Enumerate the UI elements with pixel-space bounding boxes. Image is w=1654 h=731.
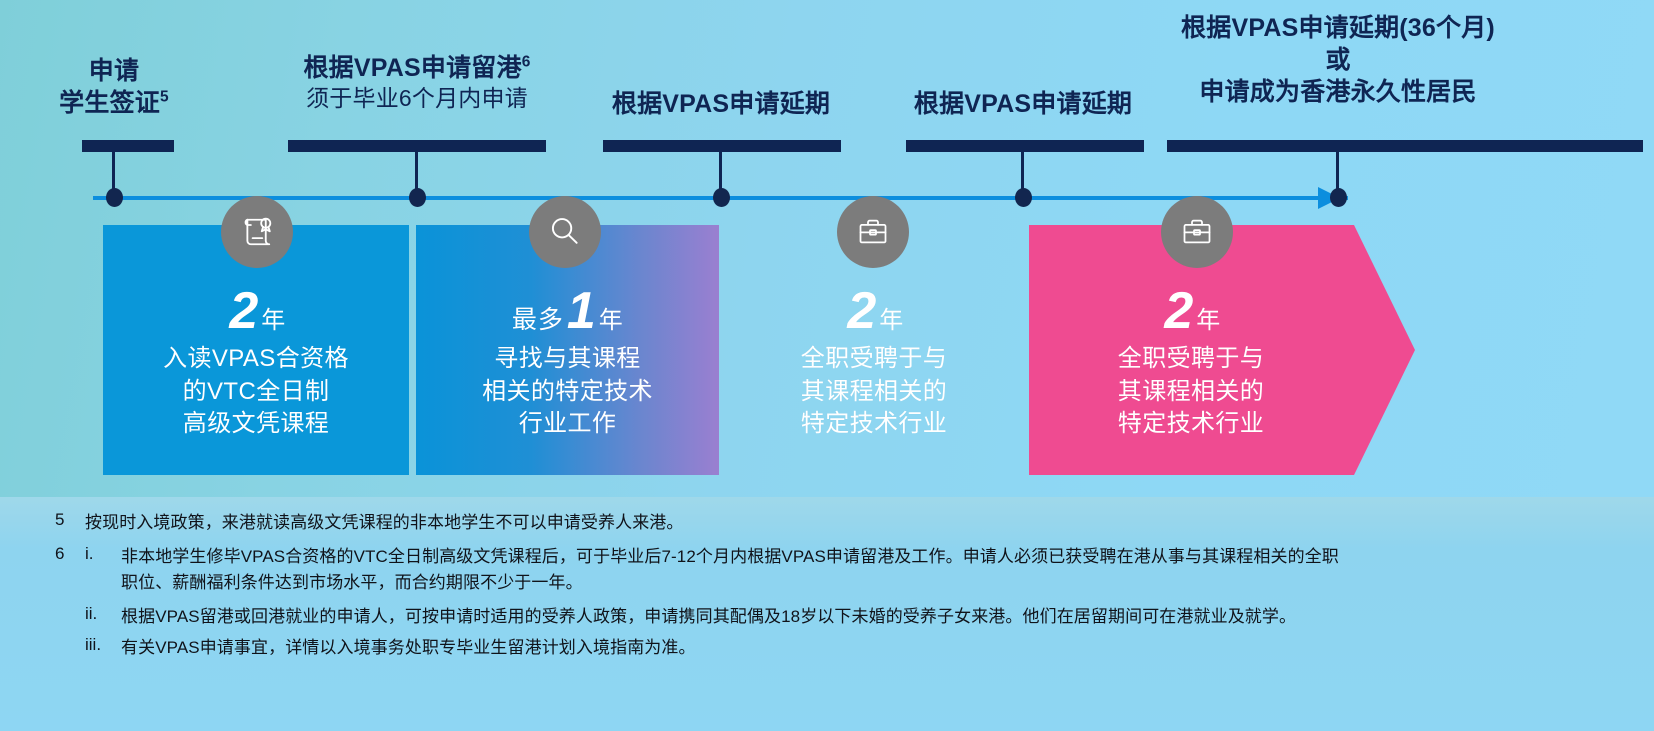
timeline-infographic: 申请 学生签证5 根据VPAS申请留港6 须于毕业6个月内申请 根据VPAS申请… — [59, 14, 1643, 475]
milestone-1-stem — [112, 152, 115, 198]
stage-3-desc-line-1: 全职受聘于与 — [800, 345, 948, 373]
footnote-6-ii-marker: ii. — [85, 604, 98, 623]
diploma-scroll-icon — [236, 211, 278, 253]
footnote-6-item-i: i. 非本地学生修毕VPAS合资格的VTC全日制高级文凭课程后，可于毕业后7-1… — [85, 544, 1339, 595]
footnote-6-item-iii: iii. 有关VPAS申请事宜，详情以入境事务处职专毕业生留港计划入境指南为准。 — [85, 635, 696, 661]
stage-4-icon-badge — [1161, 196, 1233, 268]
footnote-6-marker: 6 — [55, 544, 65, 563]
milestone-5-dot — [1330, 188, 1347, 207]
stage-3-icon-badge — [837, 196, 909, 268]
stage-2-prefix: 最多 — [511, 305, 564, 334]
milestone-2-bar — [288, 140, 546, 152]
stage-4-desc-line-3: 特定技术行业 — [1117, 410, 1265, 438]
stage-2-desc-line-2: 相关的特定技术 — [482, 377, 653, 405]
footnote-6-i-text: 非本地学生修毕VPAS合资格的VTC全日制高级文凭课程后，可于毕业后7-12个月… — [121, 544, 1339, 595]
stage-1-desc-line-2: 的VTC全日制 — [182, 377, 330, 405]
milestone-3-bar — [603, 140, 841, 152]
stage-1-desc-line-3: 高级文凭课程 — [182, 410, 330, 438]
milestone-5-subtitle: 申请成为香港永久性居民 — [1199, 78, 1477, 106]
milestone-1-subtitle: 学生签证5 — [59, 88, 169, 117]
stage-4-desc-line-1: 全职受聘于与 — [1117, 345, 1265, 373]
milestone-4-title: 根据VPAS申请延期 — [913, 90, 1133, 118]
stage-3-desc-line-3: 特定技术行业 — [800, 410, 948, 438]
footnote-6-iii-marker: iii. — [85, 635, 102, 654]
milestone-5-stem — [1336, 152, 1339, 198]
stage-4-number: 2 — [1164, 281, 1194, 340]
milestone-5-bar — [1167, 140, 1643, 152]
milestone-1-bar — [82, 140, 174, 152]
milestone-2-stem — [415, 152, 418, 198]
milestone-2-dot — [409, 188, 426, 207]
footnote-6-ii-line-1: 根据VPAS留港或回港就业的申请人，可按申请时适用的受养人政策，申请携同其配偶及… — [121, 607, 1297, 626]
stage-2-number: 1 — [566, 281, 596, 340]
milestone-1-dot — [106, 188, 123, 207]
briefcase-icon — [1177, 212, 1217, 252]
stage-1-icon-badge — [221, 196, 293, 268]
milestone-2-footnote-ref: 6 — [521, 53, 531, 71]
milestone-3-title: 根据VPAS申请延期 — [611, 90, 831, 118]
footnote-5-line-1: 按现时入境政策，来港就读高级文凭课程的非本地学生不可以申请受养人来港。 — [85, 513, 684, 532]
milestone-5-title: 根据VPAS申请延期(36个月) — [1181, 14, 1495, 42]
stage-3-unit: 年 — [879, 306, 904, 334]
stage-2-desc-line-3: 行业工作 — [518, 410, 617, 438]
footnotes-section: 5 按现时入境政策，来港就读高级文凭课程的非本地学生不可以申请受养人来港。 6 … — [0, 497, 1654, 731]
briefcase-icon — [853, 212, 893, 252]
stage-3-desc-line-2: 其课程相关的 — [800, 377, 948, 405]
milestone-2-subtitle: 须于毕业6个月内申请 — [306, 85, 528, 111]
footnote-6-ii-text: 根据VPAS留港或回港就业的申请人，可按申请时适用的受养人政策，申请携同其配偶及… — [121, 604, 1296, 630]
milestone-2-title: 根据VPAS申请留港6 — [303, 53, 531, 82]
footnote-6-item-ii: ii. 根据VPAS留港或回港就业的申请人，可按申请时适用的受养人政策，申请携同… — [85, 604, 1296, 630]
footnote-5-text: 按现时入境政策，来港就读高级文凭课程的非本地学生不可以申请受养人来港。 — [85, 510, 684, 536]
footnote-6-marker-row: 6 — [55, 544, 85, 564]
stage-2-icon-badge — [529, 196, 601, 268]
magnifier-icon — [545, 212, 585, 252]
footnote-5-marker: 5 — [55, 510, 65, 529]
stage-1-desc-line-1: 入读VPAS合资格 — [163, 345, 349, 373]
stage-2-desc-line-1: 寻找与其课程 — [494, 345, 641, 373]
footnote-6-iii-line-1: 有关VPAS申请事宜，详情以入境事务处职专毕业生留港计划入境指南为准。 — [121, 638, 696, 657]
footnote-5: 5 按现时入境政策，来港就读高级文凭课程的非本地学生不可以申请受养人来港。 — [55, 510, 684, 536]
stage-1-unit: 年 — [261, 306, 286, 334]
footnote-6-i-marker: i. — [85, 544, 94, 563]
milestone-1-footnote-ref: 5 — [159, 88, 169, 106]
stage-3-number: 2 — [847, 281, 877, 340]
stage-4-desc-line-2: 其课程相关的 — [1117, 377, 1265, 405]
milestone-4-bar — [906, 140, 1144, 152]
milestone-3-dot — [713, 188, 730, 207]
stage-2-unit: 年 — [598, 306, 624, 334]
milestone-5-connector: 或 — [1325, 46, 1351, 74]
footnote-6-i-line-2: 职位、薪酬福利条件达到市场水平，而合约期限不少于一年。 — [121, 572, 583, 592]
stage-4-unit: 年 — [1196, 306, 1221, 334]
stage-1-number: 2 — [229, 281, 259, 340]
footnote-6-i-line-1: 非本地学生修毕VPAS合资格的VTC全日制高级文凭课程后，可于毕业后7-12个月… — [121, 547, 1339, 566]
milestone-4-dot — [1015, 188, 1032, 207]
milestone-3-stem — [719, 152, 722, 198]
milestone-1-title: 申请 — [88, 57, 140, 85]
milestone-4-stem — [1021, 152, 1024, 198]
footnote-6-iii-text: 有关VPAS申请事宜，详情以入境事务处职专毕业生留港计划入境指南为准。 — [121, 635, 696, 661]
